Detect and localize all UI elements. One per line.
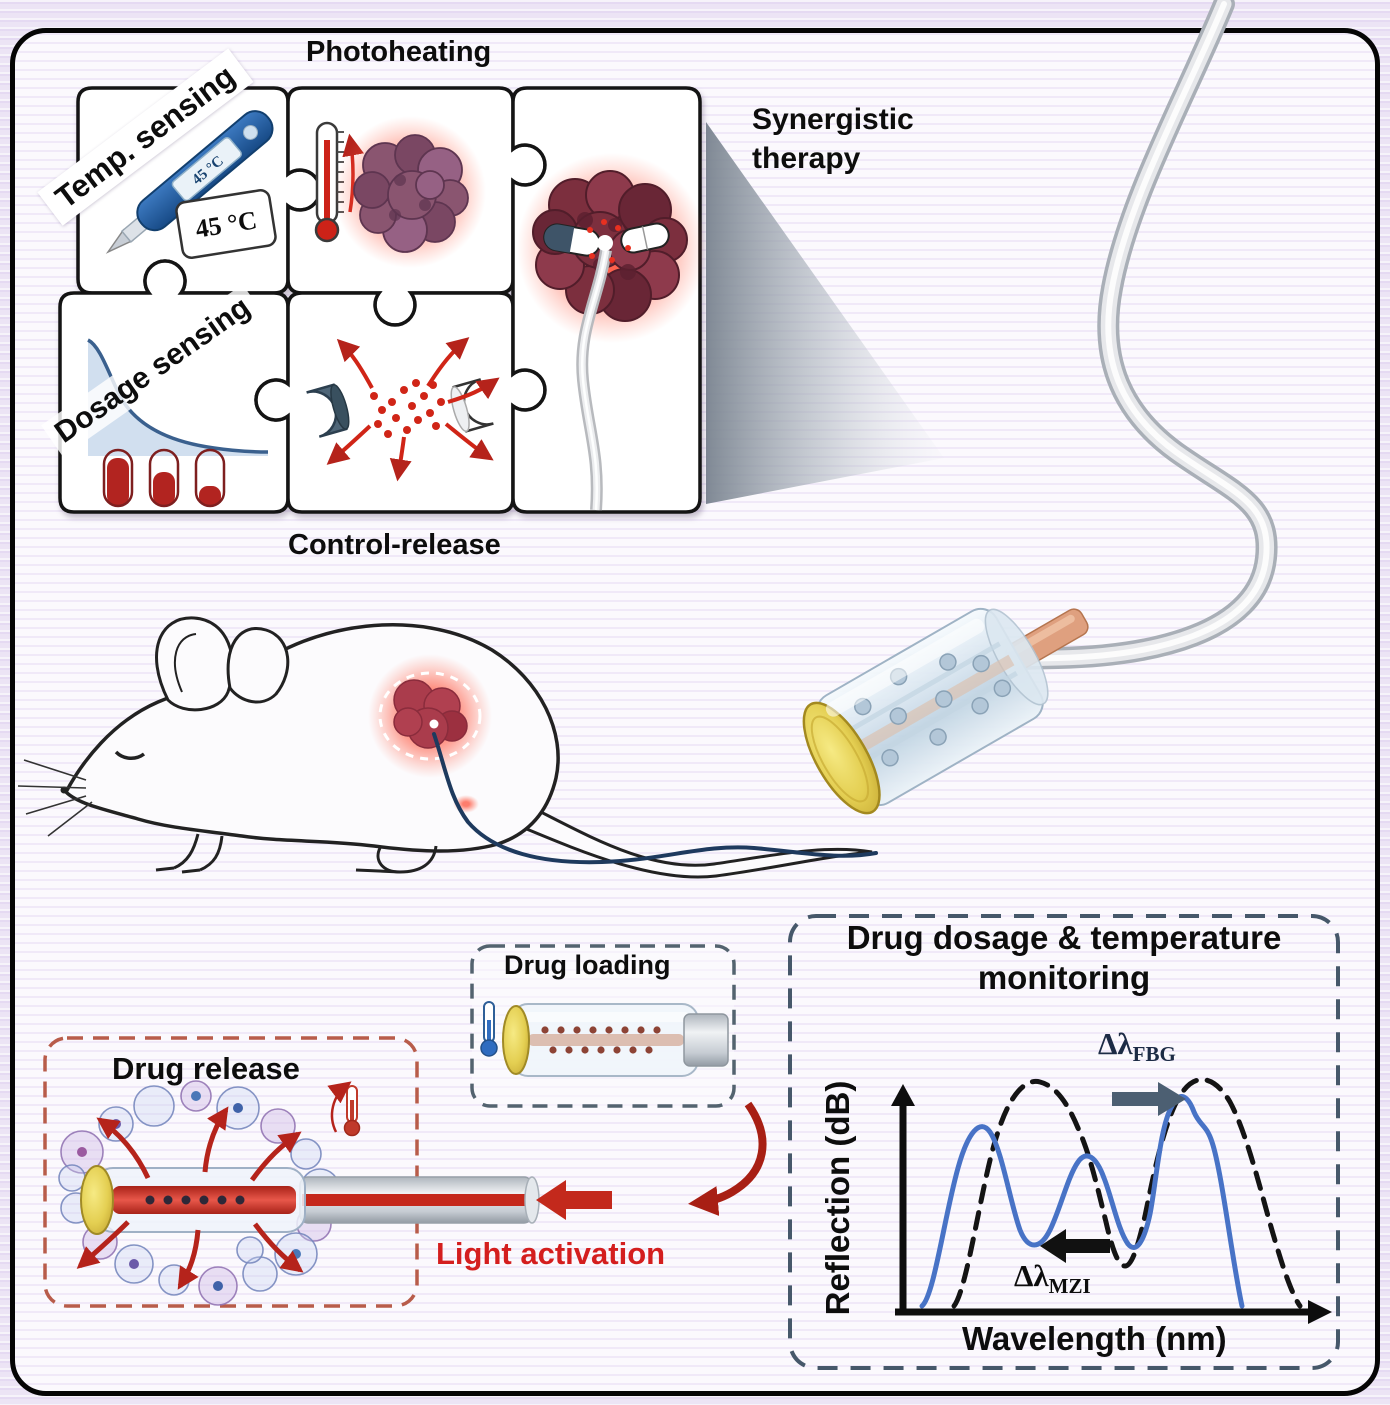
loading-drug-dots — [541, 1026, 661, 1054]
mouse-illustration — [17, 616, 878, 879]
drug-particles-release — [370, 379, 445, 438]
control-release-label: Control-release — [288, 529, 501, 561]
tumor-treated — [517, 153, 707, 511]
drug-loading-panel — [470, 944, 736, 1108]
mouse-ear-back — [226, 627, 290, 704]
dosage-decay-chart — [87, 338, 269, 456]
open-capsule-left — [306, 383, 350, 438]
monitoring-panel — [788, 914, 1340, 1370]
delta-lambda-mzi-symbol: Δλ — [1014, 1258, 1049, 1293]
y-axis-label: Reflection (dB) — [819, 1080, 856, 1316]
puzzle-piece-control-release — [254, 291, 547, 514]
release-panel-border — [43, 1036, 419, 1308]
delta-lambda-mzi-subscript: MZI — [1048, 1274, 1091, 1299]
x-axis-label: Wavelength (nm) — [962, 1320, 1227, 1357]
transfer-arrow — [688, 1101, 767, 1217]
drug-loading-title: Drug loading — [504, 950, 671, 980]
capsule-dark-icon — [543, 223, 601, 257]
fiber-tip-cylinder — [802, 607, 1089, 815]
release-arrows — [326, 337, 500, 482]
drug-release-title: Drug release — [112, 1051, 300, 1086]
monitoring-panel-border — [788, 914, 1340, 1370]
mouse-ear-front — [155, 616, 235, 712]
mouse-eye — [114, 750, 146, 760]
mouse-legs — [155, 833, 438, 874]
fbg-shift-arrow — [1112, 1082, 1186, 1116]
optical-fiber — [1003, 0, 1278, 670]
heat-thermometer-icon — [327, 1081, 361, 1137]
loading-yellow-cap — [502, 1005, 530, 1075]
loading-ferrule — [683, 1013, 729, 1067]
photoheating-label: Photoheating — [306, 36, 492, 68]
drug-release-panel — [43, 1036, 612, 1308]
synergistic-therapy-label: Synergistic therapy — [752, 103, 914, 175]
light-activation-label: Light activation — [436, 1236, 666, 1271]
mzi-shift-arrow — [1040, 1229, 1110, 1263]
fiber-lead — [432, 732, 878, 865]
temp-badge: 45 °C — [175, 189, 277, 259]
drug-particles-tumor — [587, 219, 631, 263]
fiber-emission-spot — [597, 235, 613, 251]
release-yellow-cap — [80, 1165, 114, 1235]
delta-lambda-mzi-label: ΔλMZI — [1014, 1258, 1091, 1299]
capsule-light-icon — [620, 222, 670, 254]
loaded-drug-dots — [145, 1195, 245, 1205]
tumor-on-mouse — [368, 654, 492, 813]
delta-lambda-fbg-subscript: FBG — [1132, 1042, 1176, 1067]
delta-lambda-fbg-label: ΔλFBG — [1098, 1026, 1176, 1067]
mouse-tail — [498, 793, 873, 879]
light-arrow-icon — [536, 1180, 612, 1220]
mouse-whiskers — [17, 759, 93, 837]
beam-triangle — [706, 122, 944, 504]
spectrum-initial — [919, 1094, 1245, 1309]
pill-dose-icons — [102, 448, 226, 508]
implanted-fiber — [576, 249, 612, 511]
monitoring-title: Drug dosage & temperature monitoring — [846, 919, 1282, 996]
release-out-arrows — [76, 1106, 304, 1290]
fiber-tip-yellow-cap — [802, 701, 881, 815]
mouse-nose — [60, 786, 68, 794]
cold-thermometer-icon — [480, 1001, 498, 1057]
tumor-photoheating — [334, 116, 486, 268]
digital-thermometer-icon: 45 °C — [105, 110, 274, 254]
spectrum-shifted — [951, 1077, 1303, 1309]
delta-lambda-fbg-symbol: Δλ — [1098, 1026, 1133, 1061]
